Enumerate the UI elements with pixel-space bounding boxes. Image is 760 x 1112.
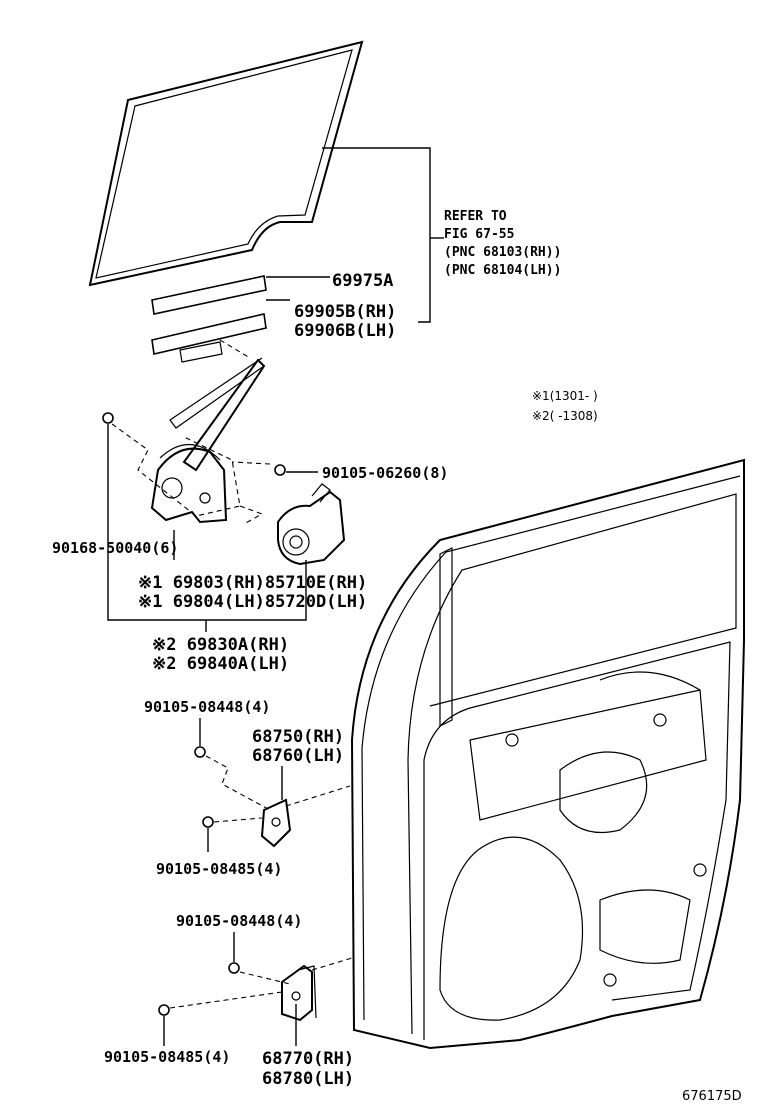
part-90105-08485-lower-label: 90105-08485(4): [104, 1048, 230, 1066]
part-90105-08448-lower-label: 90105-08448(4): [176, 912, 302, 930]
upper-hinge: [194, 718, 351, 852]
part-69905b-label: 69905B(RH): [294, 302, 396, 322]
part-69830a-label: ※2 69830A(RH): [152, 635, 289, 655]
refer-bracket: [266, 147, 444, 323]
part-69975a-label: 69975A: [332, 271, 393, 291]
part-68750-label: 68750(RH): [252, 727, 344, 747]
part-69804-label: ※1 69804(LH)85720D(LH): [138, 592, 367, 612]
door-glass: [88, 40, 364, 287]
part-90105-08448-upper-label: 90105-08448(4): [144, 698, 270, 716]
bolt-90168-50040: [102, 412, 307, 632]
door-panel: [350, 458, 745, 1050]
glass-weatherstrip-lower: [151, 313, 267, 363]
part-69840a-label: ※2 69840A(LH): [152, 654, 289, 674]
part-68760-label: 68760(LH): [252, 746, 344, 766]
window-regulator: [111, 339, 266, 524]
part-69803-label: ※1 69803(RH)85710E(RH): [138, 573, 367, 593]
part-68780-label: 68780(LH): [262, 1069, 354, 1089]
lower-hinge: [158, 932, 353, 1046]
refer-to-label: REFER TO: [444, 209, 507, 224]
regulator-motor: [239, 483, 346, 566]
part-68770-label: 68770(RH): [262, 1049, 354, 1069]
pnc-lh-label: (PNC 68104(LH)): [444, 263, 561, 278]
fig-reference-label: FIG 67-55: [444, 227, 514, 242]
bolt-90105-06260: [231, 461, 318, 476]
part-90168-50040-label: 90168-50040(6): [52, 539, 178, 557]
pnc-rh-label: (PNC 68103(RH)): [444, 245, 561, 260]
figure-code: 676175D: [682, 1089, 742, 1104]
part-90105-06260-label: 90105-06260(8): [322, 464, 448, 482]
note-1-label: ※1(1301- ): [532, 389, 598, 403]
part-90105-08485-upper-label: 90105-08485(4): [156, 860, 282, 878]
note-2-label: ※2( -1308): [532, 409, 598, 423]
part-69906b-label: 69906B(LH): [294, 321, 396, 341]
glass-weatherstrip-upper: [151, 275, 267, 315]
